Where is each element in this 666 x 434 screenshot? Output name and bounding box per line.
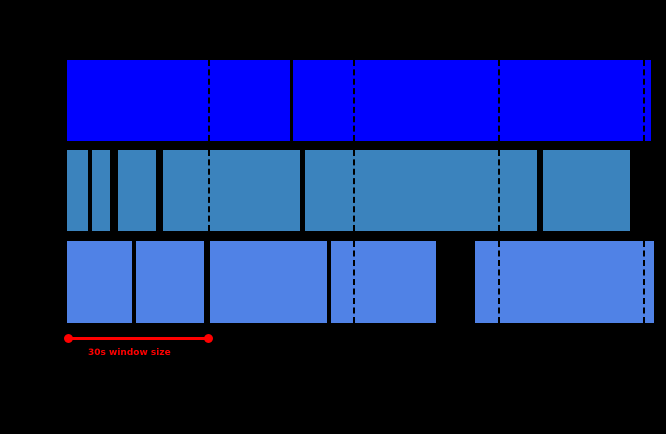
bar-segment bbox=[475, 241, 654, 323]
window-boundary-line bbox=[208, 150, 210, 231]
annotation-end-dot bbox=[204, 334, 213, 343]
bar-segment bbox=[67, 60, 290, 141]
bar-segment bbox=[118, 150, 156, 231]
bar-segment bbox=[67, 241, 132, 323]
bar-segment bbox=[543, 150, 630, 231]
window-boundary-line bbox=[498, 241, 500, 323]
window-boundary-line bbox=[498, 60, 500, 141]
window-boundary-line bbox=[498, 150, 500, 231]
window-boundary-line bbox=[208, 60, 210, 141]
bar-segment bbox=[331, 241, 436, 323]
bar-segment bbox=[210, 241, 327, 323]
window-boundary-line bbox=[353, 150, 355, 231]
window-boundary-line bbox=[643, 60, 645, 141]
window-boundary-line bbox=[353, 60, 355, 141]
bar-segment bbox=[163, 150, 300, 231]
window-size-annotation-line bbox=[68, 337, 208, 340]
window-size-annotation-label: 30s window size bbox=[88, 348, 171, 358]
window-boundary-line bbox=[643, 241, 645, 323]
bar-segment bbox=[136, 241, 204, 323]
window-boundary-line bbox=[353, 241, 355, 323]
bar-segment bbox=[293, 60, 651, 141]
bar-segment bbox=[92, 150, 110, 231]
bar-segment bbox=[305, 150, 537, 231]
bar-segment bbox=[67, 150, 88, 231]
annotation-start-dot bbox=[64, 334, 73, 343]
